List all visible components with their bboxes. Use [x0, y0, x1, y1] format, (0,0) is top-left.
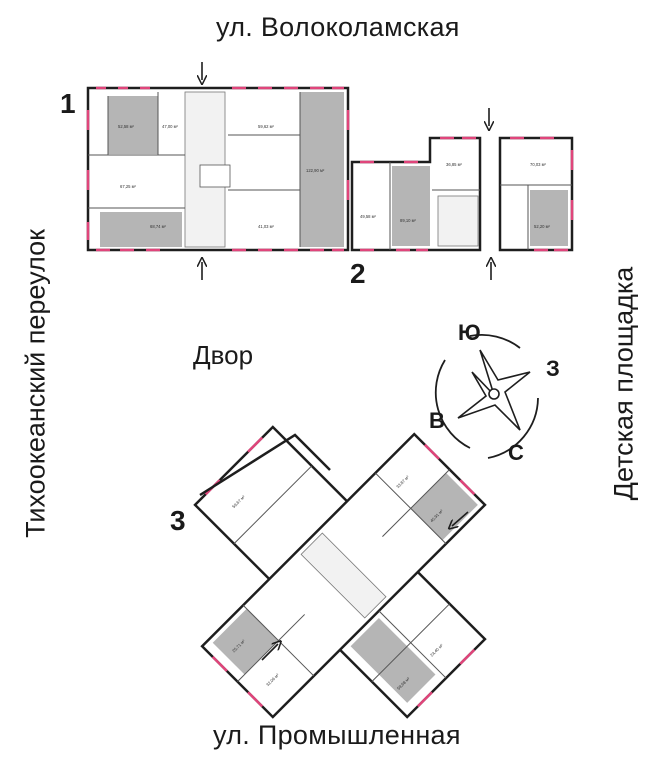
room-label-1-e: 68,74 м² [150, 224, 167, 229]
building-3-partitions [233, 465, 450, 682]
room-label-1-d: 67,25 м² [120, 184, 137, 189]
compass-letter-east: В [429, 408, 445, 433]
entrance-arrow-3-east [452, 511, 469, 526]
room-label-2-e: 52,20 м² [534, 224, 551, 229]
room-label-1-g: 122,90 м² [306, 168, 325, 173]
street-north-label: ул. Волоколамская [216, 12, 460, 42]
room-label-2-c: 36,85 м² [446, 162, 463, 167]
compass-letter-north: С [508, 440, 524, 465]
building-3-outline-extra [199, 433, 331, 497]
building-2-plan: 49,58 м² 89,10 м² 36,85 м² 70,03 м² 52,2… [350, 136, 574, 252]
room-2-e [530, 190, 568, 246]
room-label-1-f: 41,03 м² [258, 224, 275, 229]
compass-center [488, 388, 500, 400]
building-1-plan: 52,58 м² 47,00 м² 59,62 м² 67,25 м² 68,7… [86, 86, 350, 252]
room-label-1-c: 59,62 м² [258, 124, 275, 129]
building-1-number: 1 [60, 88, 76, 119]
room-label-2-a: 49,58 м² [360, 214, 377, 219]
building-3-number: 3 [170, 505, 186, 536]
room-1-e [100, 212, 182, 247]
room-label-2-d: 70,03 м² [530, 162, 547, 167]
room-1-a [108, 96, 158, 154]
building-3-plan: 25,71 м² 32,06 м² 59,67 м² 33,87 м² 40,9… [193, 425, 487, 719]
compass-arc-north [469, 333, 521, 349]
entrance-arrow-3-south [261, 644, 278, 661]
room-2-b [392, 166, 430, 246]
room-1-g [300, 92, 344, 247]
building-2-windows [360, 136, 574, 252]
yard-label: Двор [193, 340, 254, 370]
building-2-partitions [389, 162, 572, 250]
compass-letter-west: З [546, 356, 560, 381]
compass-rose [434, 333, 539, 459]
entrance-arrows [202, 62, 491, 661]
building-1-windows [86, 86, 350, 252]
building-1-partitions [88, 92, 301, 247]
compass-arc-east [487, 397, 539, 459]
street-south-label: ул. Промышленная [213, 720, 461, 750]
building-1-stair [199, 164, 231, 188]
room-3-d [410, 473, 478, 541]
compass-letter-south: Ю [458, 320, 481, 345]
room-label-2-b: 89,10 м² [400, 218, 417, 223]
compass-arc-west [434, 359, 471, 449]
room-label-1-a: 52,58 м² [118, 124, 135, 129]
room-3-a [212, 608, 279, 675]
room-label-1-b: 47,00 м² [162, 124, 179, 129]
building-2-core [437, 195, 479, 247]
building-3-core [300, 532, 387, 619]
building-3-windows [204, 436, 476, 708]
building-2-number: 2 [350, 258, 366, 289]
